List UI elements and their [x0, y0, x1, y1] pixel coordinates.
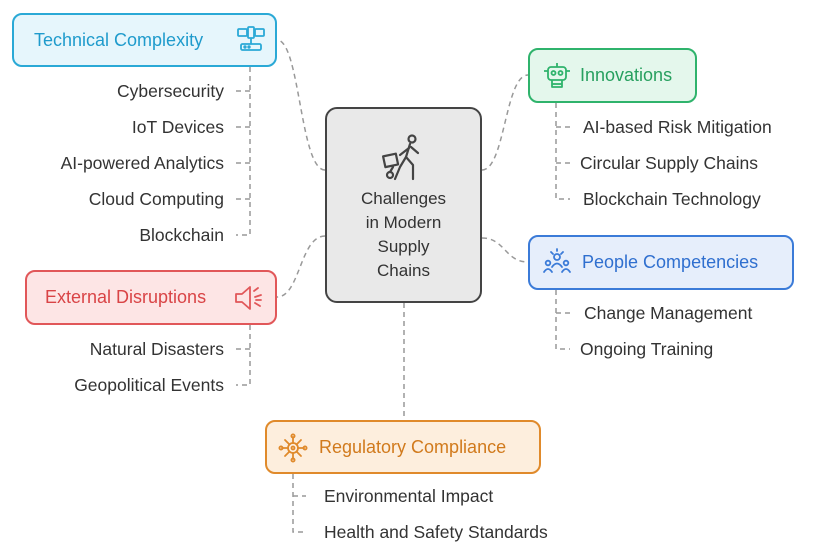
- technical-complexity-node: Technical Complexity: [12, 13, 277, 67]
- list-item: Geopolitical Events: [74, 375, 224, 395]
- list-item: Natural Disasters: [89, 339, 224, 359]
- list-item: AI-based Risk Mitigation: [583, 117, 772, 137]
- list-item: Blockchain Technology: [583, 189, 761, 209]
- connector-innovations: [481, 74, 529, 171]
- connector-people: [481, 237, 529, 263]
- list-item: Cloud Computing: [88, 189, 224, 209]
- connector-technical: [276, 39, 326, 171]
- regulatory-compliance-label: Regulatory Compliance: [319, 436, 507, 457]
- people-competencies-node: People Competencies: [528, 235, 794, 290]
- list-item: Health and Safety Standards: [324, 522, 548, 542]
- regulatory-compliance-node: Regulatory Compliance: [265, 420, 541, 474]
- list-item: Circular Supply Chains: [580, 153, 758, 173]
- list-item: Environmental Impact: [324, 486, 494, 506]
- network-devices-icon: [236, 25, 266, 55]
- list-item: IoT Devices: [131, 117, 224, 137]
- stem-people: [555, 290, 570, 350]
- center-node: Challenges in Modern Supply Chains: [325, 107, 482, 303]
- robot-icon: [542, 61, 572, 91]
- innovations-label: Innovations: [580, 65, 673, 85]
- connector-external: [276, 235, 326, 298]
- gear-network-icon: [277, 432, 309, 464]
- team-icon: [542, 248, 572, 278]
- stem-innovations: [555, 103, 570, 200]
- list-item: Ongoing Training: [580, 339, 714, 359]
- list-item: Blockchain: [139, 225, 224, 245]
- stem-external: [236, 325, 251, 386]
- external-disruptions-node: External Disruptions: [25, 270, 277, 325]
- people-competencies-label: People Competencies: [582, 252, 759, 272]
- technical-complexity-label: Technical Complexity: [34, 29, 204, 50]
- list-item: AI-powered Analytics: [60, 153, 224, 173]
- stem-technical: [236, 67, 251, 236]
- megaphone-icon: [233, 283, 265, 313]
- external-disruptions-label: External Disruptions: [45, 287, 207, 307]
- center-title: Challenges in Modern Supply Chains: [360, 189, 447, 280]
- innovations-node: Innovations: [528, 48, 697, 103]
- list-item: Change Management: [584, 303, 753, 323]
- list-item: Cybersecurity: [117, 81, 224, 101]
- worker-with-cart-icon: [381, 134, 420, 181]
- stem-regulatory: [292, 474, 306, 533]
